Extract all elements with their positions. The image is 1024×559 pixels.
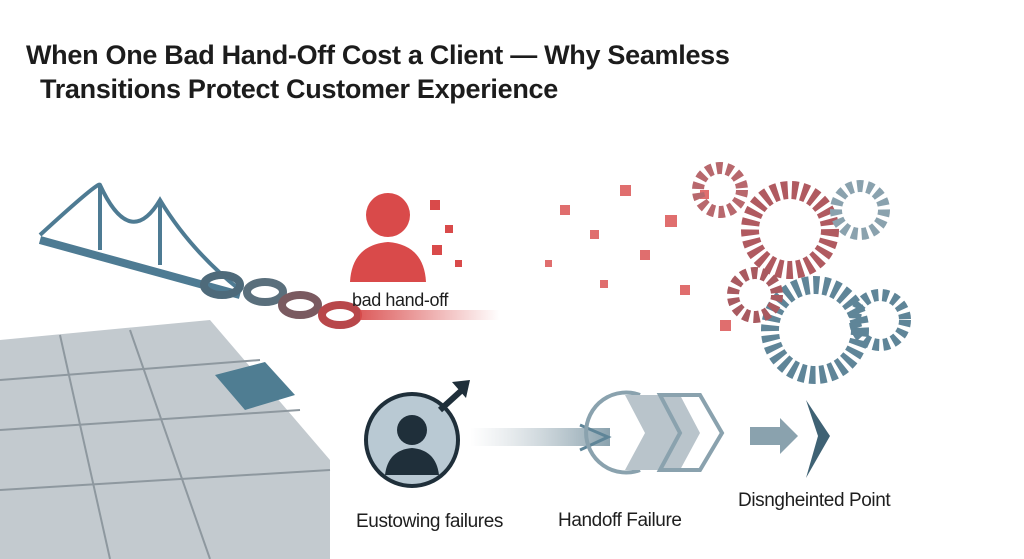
person-icon <box>350 193 462 282</box>
title-line-2: Transitions Protect Customer Experience <box>40 74 558 104</box>
customer-circle-icon <box>364 380 470 488</box>
stage-label-3: Disngheinted Point <box>738 490 891 511</box>
point-arrow-icon <box>750 400 830 478</box>
handoff-chevron-icon <box>584 390 725 475</box>
title-line-1: When One Bad Hand-Off Cost a Client — Wh… <box>26 40 730 70</box>
broken-chain-icon <box>200 271 500 329</box>
bad-handoff-label: bad hand-off <box>352 290 448 310</box>
stage-label-2: Handoff Failure <box>558 510 682 531</box>
page-title: When One Bad Hand-Off Cost a Client — Wh… <box>26 38 730 106</box>
gears-icon <box>692 162 911 384</box>
puzzle-icon <box>0 320 331 559</box>
stage-label-1: Eustowing failures <box>356 511 503 532</box>
